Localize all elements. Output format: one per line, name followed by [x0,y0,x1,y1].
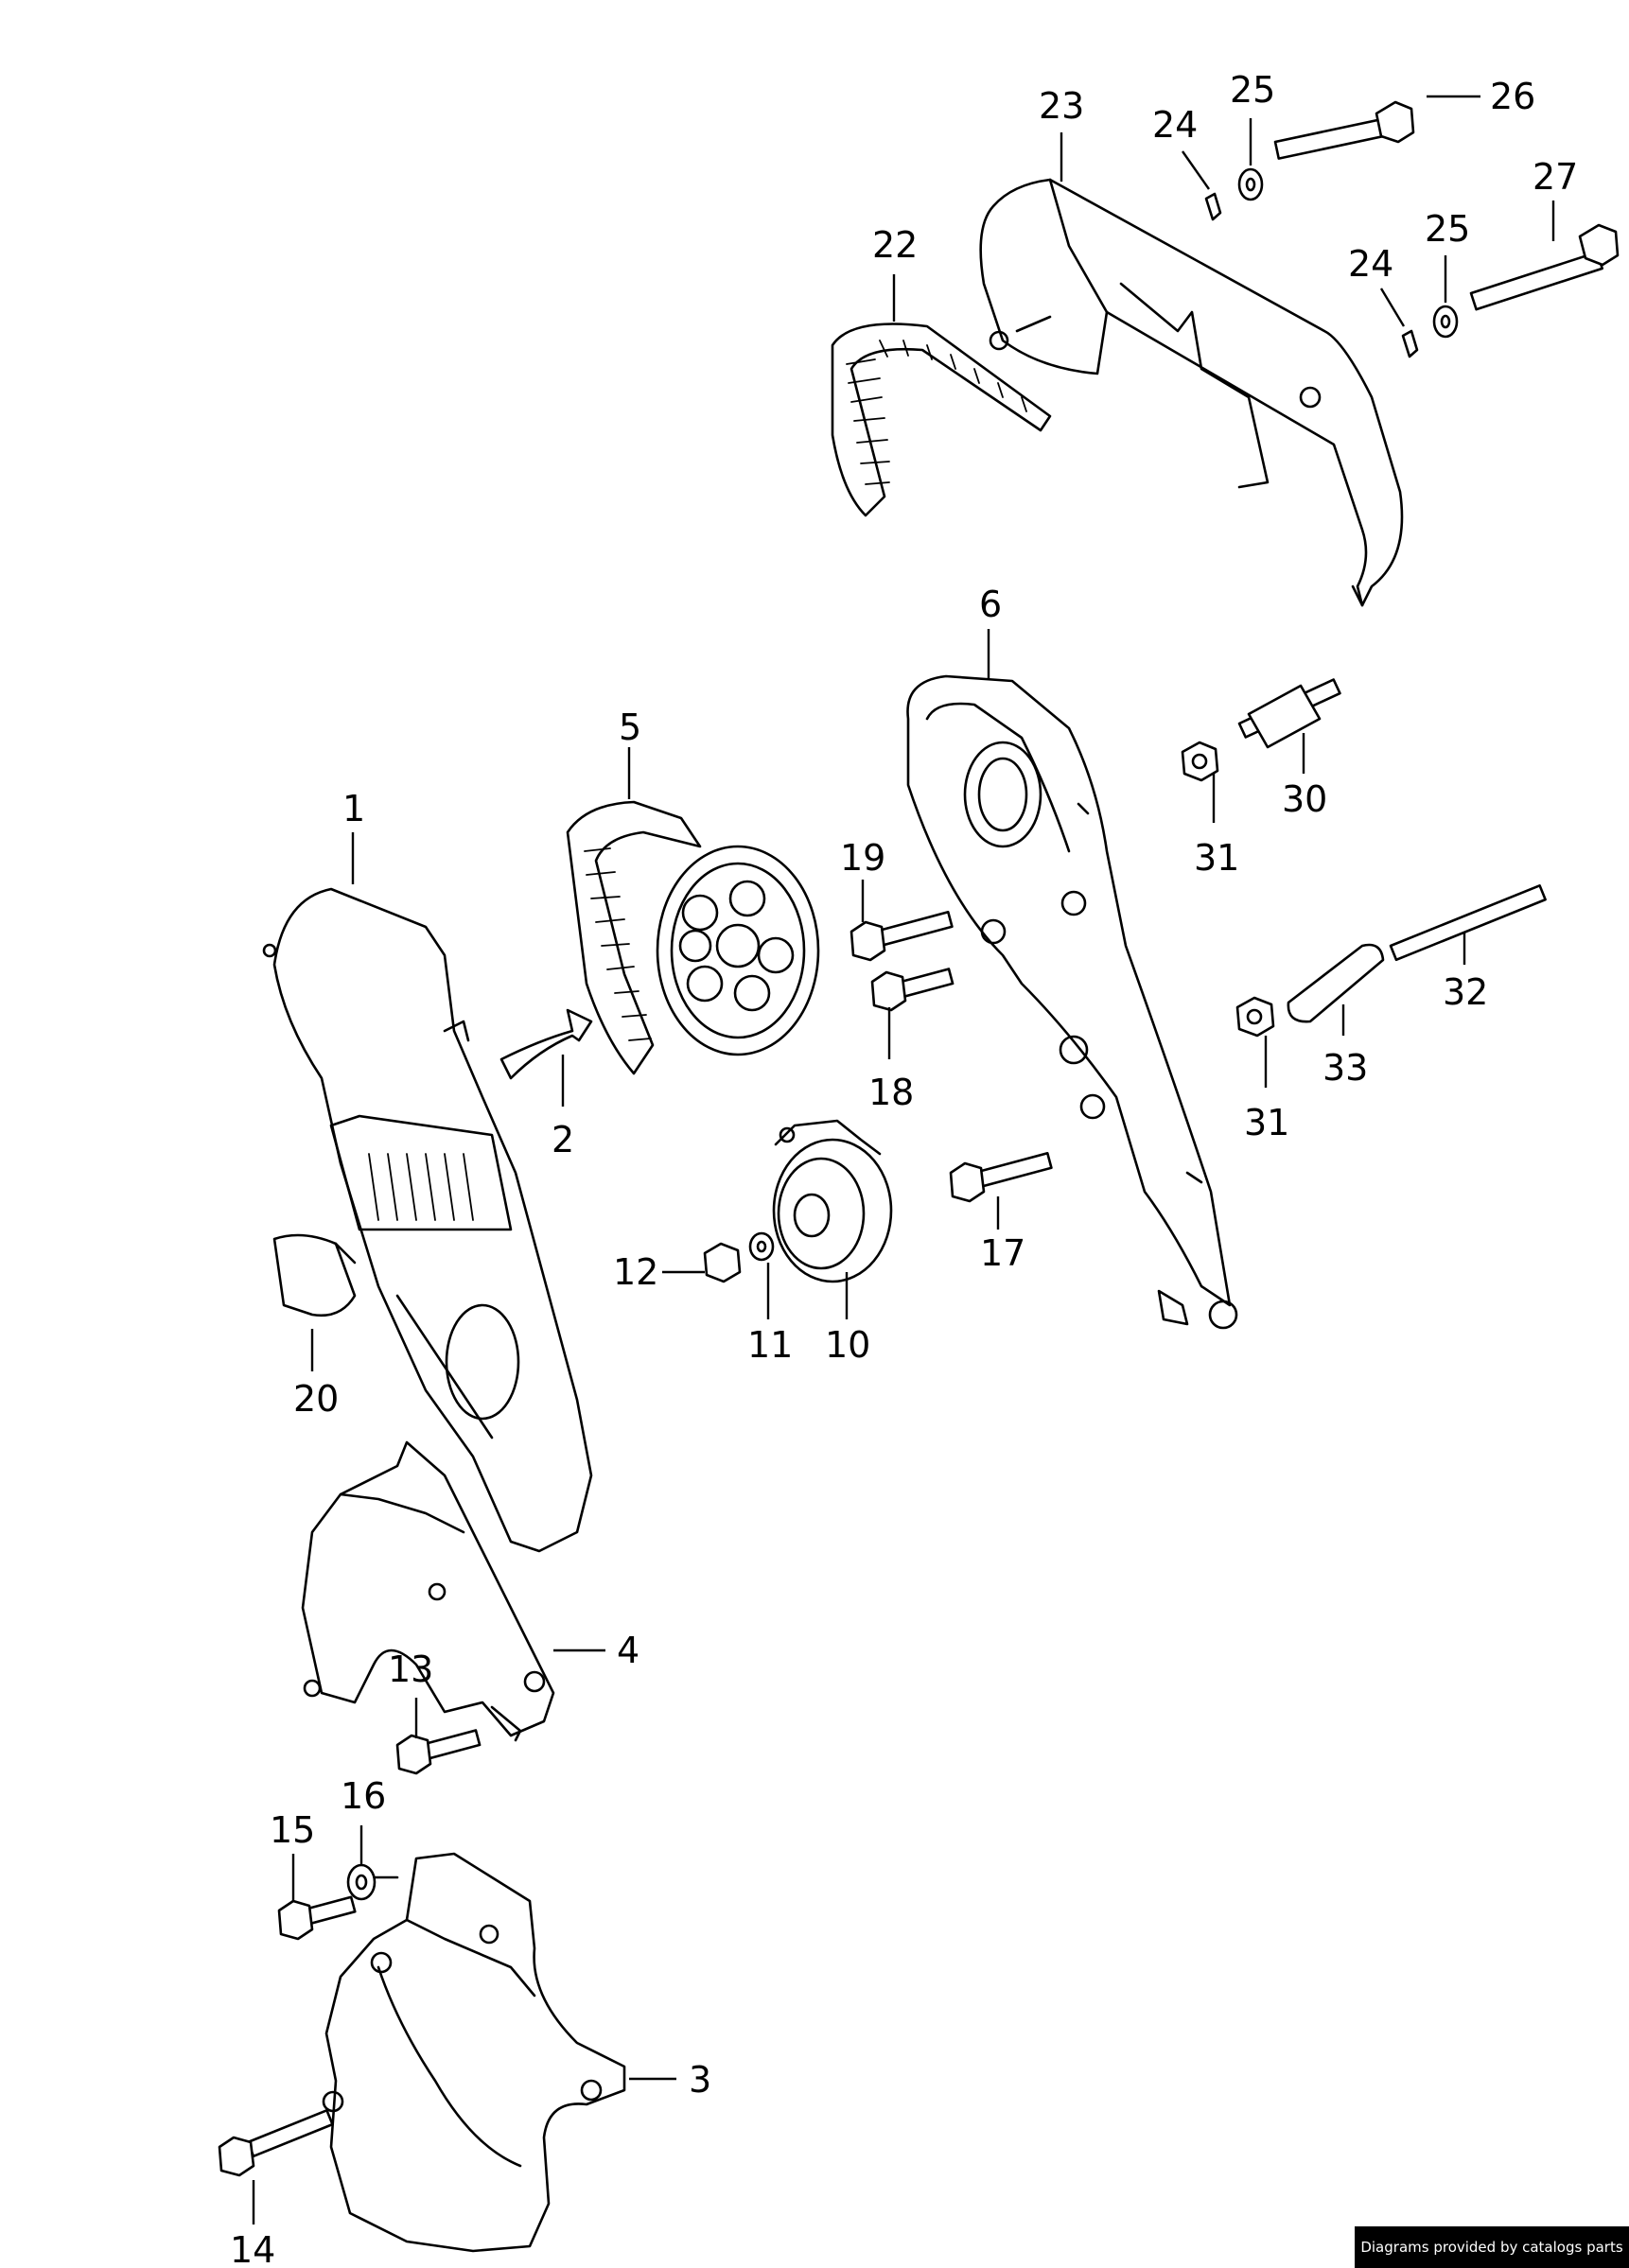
middle-cover-4 [301,1440,555,1742]
stud-32 [1389,884,1547,962]
bolt-15 [277,1895,357,1941]
washer-25-lower [1432,305,1459,339]
spacer-33 [1287,943,1385,1023]
tensioner-10 [772,1119,893,1283]
callout-23: 23 [1039,85,1084,127]
callout-12: 12 [613,1251,658,1293]
nut-12 [703,1242,742,1283]
callout-labels: 1 2 3 4 5 6 10 11 12 13 14 15 16 17 18 1… [230,69,1578,2268]
callout-10: 10 [825,1324,870,1366]
clip-24-upper [1204,192,1222,221]
bolt-26 [1273,100,1415,160]
callout-4: 4 [617,1630,639,1671]
callout-31-upper: 31 [1194,837,1239,879]
callout-14: 14 [230,2229,275,2268]
callout-3: 3 [689,2059,711,2101]
bolt-27 [1469,223,1620,311]
bolt-14 [218,2108,334,2177]
callout-31-lower: 31 [1244,1102,1289,1143]
callout-32: 32 [1443,971,1488,1013]
lower-cover-3 [322,1852,626,2253]
bolt-17 [949,1151,1053,1203]
bolt-13 [395,1729,482,1775]
callout-2: 2 [552,1119,574,1160]
callout-17: 17 [980,1232,1025,1274]
callout-1: 1 [342,788,365,829]
camshaft-sprocket-5 [656,845,820,1056]
callout-15: 15 [270,1809,315,1851]
leader-lines [252,95,1555,2224]
inner-cover-6 [906,674,1238,1330]
clip-20 [272,1233,357,1317]
callout-19: 19 [840,837,885,879]
callout-22: 22 [872,224,918,266]
callout-13: 13 [388,1649,433,1690]
bolt-19 [850,910,954,962]
upper-cover-1 [262,887,593,1553]
bolt-18 [870,968,955,1012]
timing-belt-5 [566,800,702,1075]
callout-11: 11 [747,1324,793,1366]
callout-24-lower: 24 [1348,243,1393,285]
rear-cover-23 [979,178,1404,607]
callout-27: 27 [1533,156,1578,198]
callout-5: 5 [619,707,641,748]
stud-30 [1237,678,1341,749]
timing-belt-22 [831,323,1052,517]
clip-2 [499,1008,593,1080]
callout-30: 30 [1282,778,1327,820]
callout-26: 26 [1490,76,1535,117]
nut-31-upper [1181,741,1219,782]
callout-25-upper: 25 [1230,69,1275,111]
washer-25-upper [1237,167,1264,201]
callout-20: 20 [293,1378,339,1420]
callout-6: 6 [979,584,1002,625]
callout-24-upper: 24 [1152,104,1198,146]
washer-11 [748,1231,775,1262]
clip-24-lower [1401,329,1419,358]
callout-18: 18 [868,1072,914,1113]
callout-25-lower: 25 [1425,208,1470,250]
diagram-credit-badge: Diagrams provided by catalogs parts [1355,2226,1629,2268]
washer-16 [346,1863,377,1901]
callout-16: 16 [341,1775,386,1817]
callout-33: 33 [1322,1047,1368,1089]
nut-31-lower [1235,996,1275,1038]
